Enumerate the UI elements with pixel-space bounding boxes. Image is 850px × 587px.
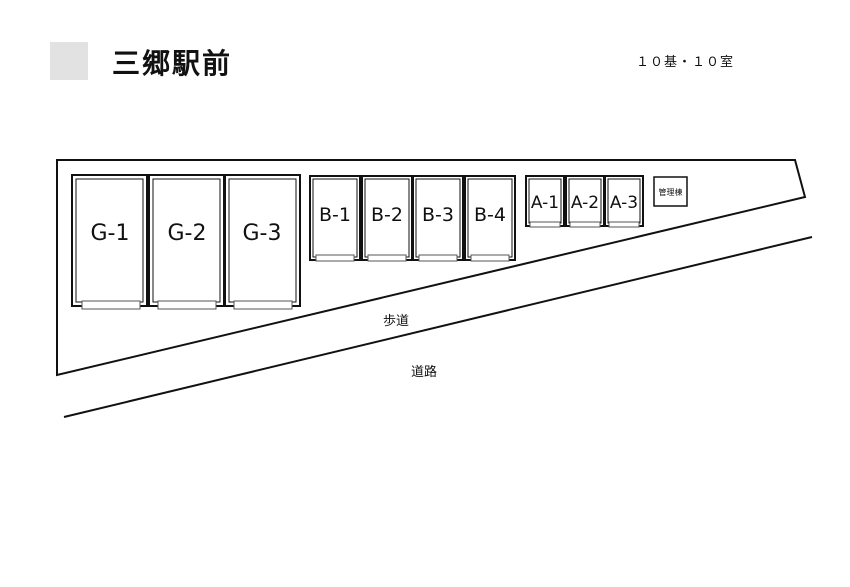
unit-label: G-2 <box>168 221 207 246</box>
unit-g-1: G-1 <box>71 174 148 310</box>
unit-label: B-4 <box>474 204 506 226</box>
unit-label: G-1 <box>91 221 130 246</box>
unit-label: A-2 <box>571 193 599 213</box>
office-label: 管理棟 <box>659 187 683 197</box>
unit-label: B-2 <box>371 204 403 226</box>
unit-b-2: B-2 <box>361 175 413 262</box>
unit-g-2: G-2 <box>148 174 225 310</box>
unit-a-1: A-1 <box>525 175 565 228</box>
unit-g-3: G-3 <box>224 174 301 310</box>
unit-label: B-1 <box>319 204 351 226</box>
unit-b-3: B-3 <box>412 175 464 262</box>
unit-label: A-3 <box>610 193 638 213</box>
unit-a-3: A-3 <box>604 175 644 228</box>
unit-a-2: A-2 <box>565 175 605 228</box>
unit-b-1: B-1 <box>309 175 361 262</box>
management-office: 管理棟 <box>653 176 688 207</box>
road-edge-line <box>63 236 813 418</box>
unit-b-4: B-4 <box>464 175 516 262</box>
road-label: 道路 <box>411 364 437 380</box>
unit-label: A-1 <box>531 193 559 213</box>
site-boundary <box>56 159 807 377</box>
page-title: 三郷駅前 <box>112 47 233 80</box>
header-swatch <box>50 42 88 80</box>
unit-count: １０基・１０室 <box>636 55 735 70</box>
unit-label: B-3 <box>422 204 454 226</box>
unit-label: G-3 <box>243 221 282 246</box>
sidewalk-label: 歩道 <box>383 314 409 329</box>
